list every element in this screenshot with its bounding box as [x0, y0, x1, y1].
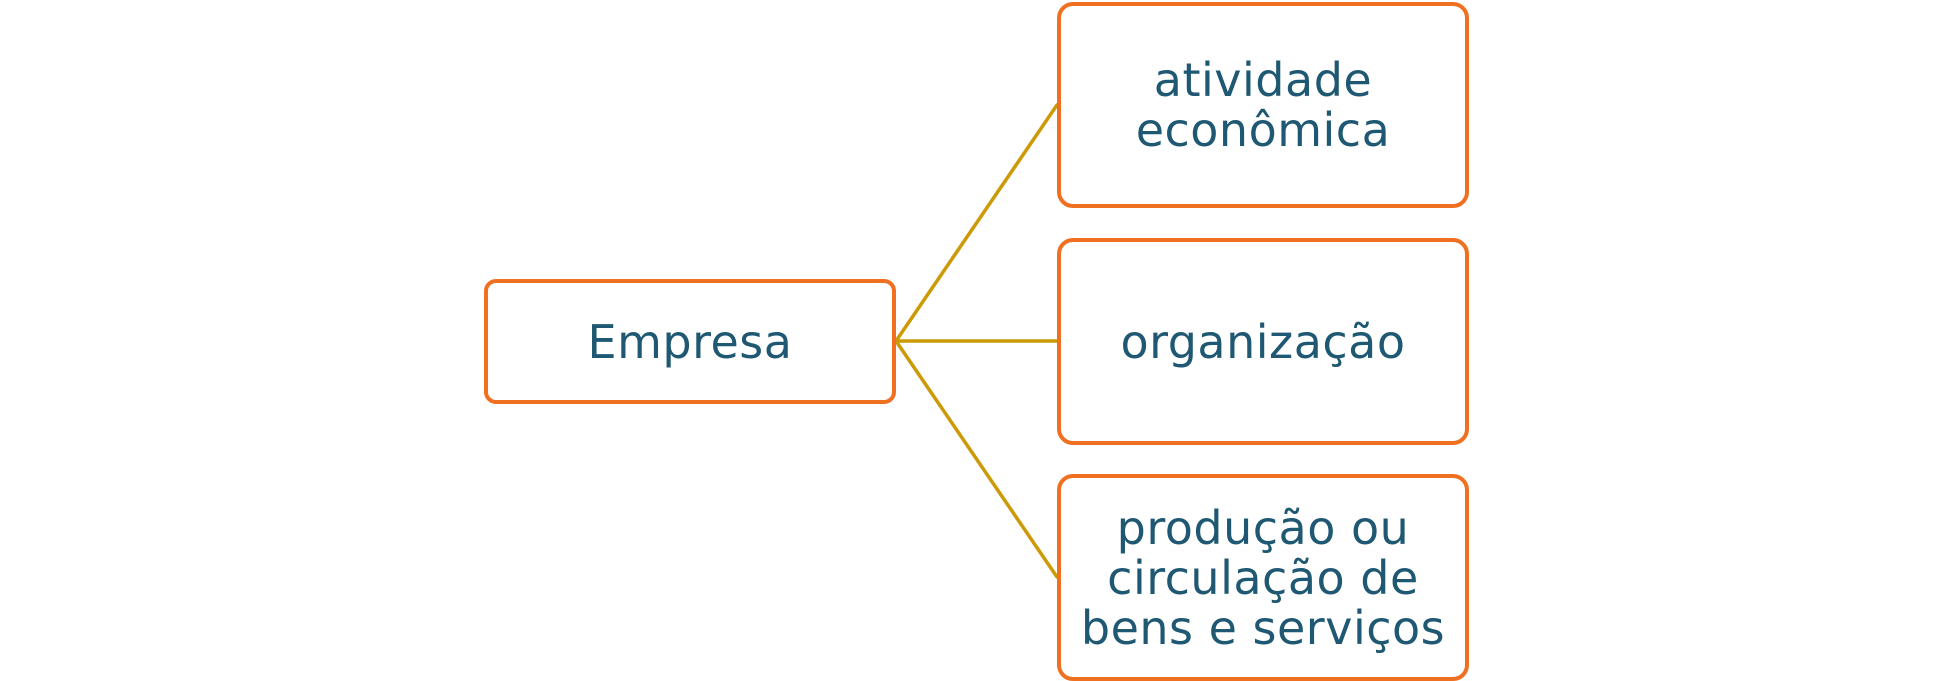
child-node-atividade-economica: atividade econômica [1057, 2, 1469, 208]
connector-to-atividade-economica [894, 103, 1059, 343]
connector-to-producao [894, 339, 1059, 579]
child-node-label: organização [1120, 314, 1406, 369]
child-node-label: produção ou circulação de bens e serviço… [1080, 500, 1446, 655]
root-node-label: Empresa [587, 314, 793, 369]
child-node-label: atividade econômica [1135, 53, 1391, 157]
child-node-organizacao: organização [1057, 238, 1469, 445]
root-node-empresa: Empresa [484, 279, 896, 404]
child-node-producao-circulacao: produção ou circulação de bens e serviço… [1057, 474, 1469, 681]
